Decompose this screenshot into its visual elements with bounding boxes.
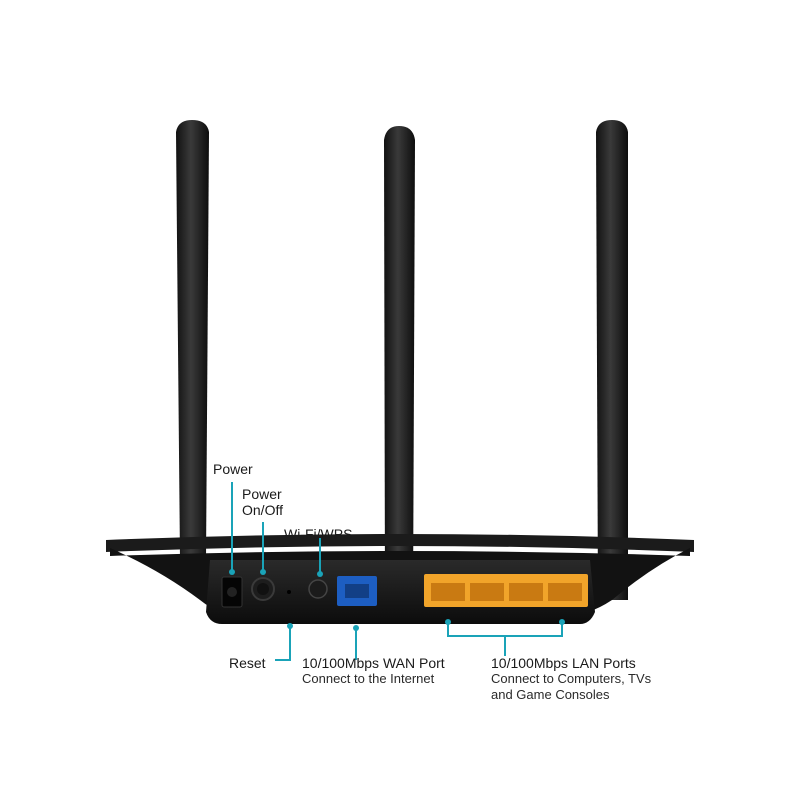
antenna-left: [176, 120, 209, 560]
wps-button: [308, 579, 328, 599]
router-top-shell: [106, 534, 694, 552]
label-lan-sub-line2: and Game Consoles: [491, 687, 610, 702]
lan-port: [548, 583, 582, 601]
label-reset: Reset: [229, 655, 266, 671]
lan-port: [470, 583, 504, 601]
label-wifi-wps: Wi-Fi/WPS: [284, 526, 353, 542]
label-power-onoff-line1: Power: [242, 486, 282, 502]
label-power: Power: [213, 461, 253, 477]
label-power-onoff-line2: On/Off: [242, 502, 283, 518]
antenna-right: [596, 120, 628, 600]
callout-line-lan: [447, 622, 563, 656]
callout-line-reset: [275, 626, 291, 661]
antenna-middle: [384, 126, 415, 604]
lan-port: [431, 583, 465, 601]
label-wan-sub: Connect to the Internet: [302, 671, 435, 686]
label-lan-sub-line1: Connect to Computers, TVs: [491, 671, 652, 686]
label-wan-title: 10/100Mbps WAN Port: [302, 655, 445, 671]
reset-pinhole: [287, 590, 291, 594]
label-lan-title: 10/100Mbps LAN Ports: [491, 655, 636, 671]
lan-port: [509, 583, 543, 601]
